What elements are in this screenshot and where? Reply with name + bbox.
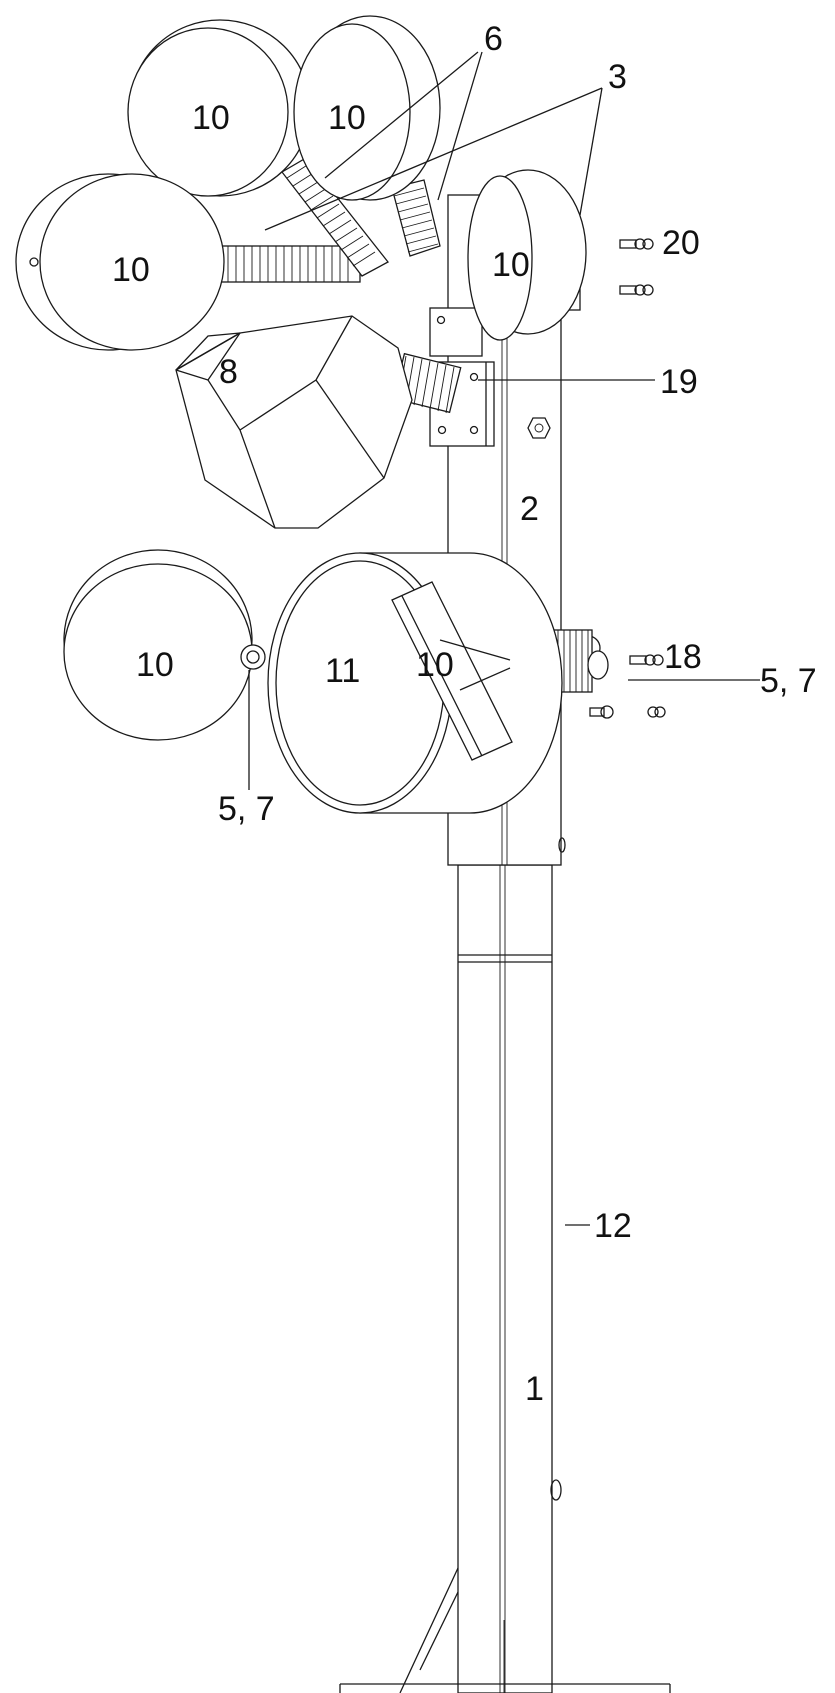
label-weight-low-left: 10 xyxy=(136,646,174,684)
label-part-12: 12 xyxy=(594,1207,632,1245)
base-plate xyxy=(339,1567,671,1693)
lower-post xyxy=(457,864,562,1693)
label-part-2: 2 xyxy=(520,490,539,528)
label-part-19: 19 xyxy=(660,363,698,401)
disc-top-right xyxy=(293,15,441,201)
label-part-5-7-right: 5, 7 xyxy=(760,662,817,700)
leader-lines xyxy=(248,51,760,1226)
label-weight-angled: 10 xyxy=(416,646,454,684)
label-part-5-7-left: 5, 7 xyxy=(218,790,275,828)
spring-upper-right xyxy=(391,179,441,257)
label-part-1: 1 xyxy=(525,1370,544,1408)
label-weight-bracket: 10 xyxy=(492,246,530,284)
label-part-11: 11 xyxy=(325,652,360,690)
label-part-8: 8 xyxy=(219,353,238,391)
disc-low-left xyxy=(63,549,266,741)
disc-bracket xyxy=(467,169,587,341)
spring-upper-diagonal xyxy=(281,157,389,277)
label-part-20: 20 xyxy=(662,224,700,262)
label-weight-left: 10 xyxy=(112,251,150,289)
label-part-6: 6 xyxy=(484,20,503,58)
label-weight-top-right: 10 xyxy=(328,99,366,137)
disc-left xyxy=(15,173,225,351)
disc-angled xyxy=(391,581,513,761)
block-8 xyxy=(175,315,413,529)
spring-left-horizontal xyxy=(219,245,361,283)
label-part-3: 3 xyxy=(608,58,627,96)
disc-top-left xyxy=(127,19,311,197)
label-part-18: 18 xyxy=(664,638,702,676)
bolts-20 xyxy=(619,238,654,296)
label-weight-top-left: 10 xyxy=(192,99,230,137)
bolts-18 xyxy=(589,654,666,719)
